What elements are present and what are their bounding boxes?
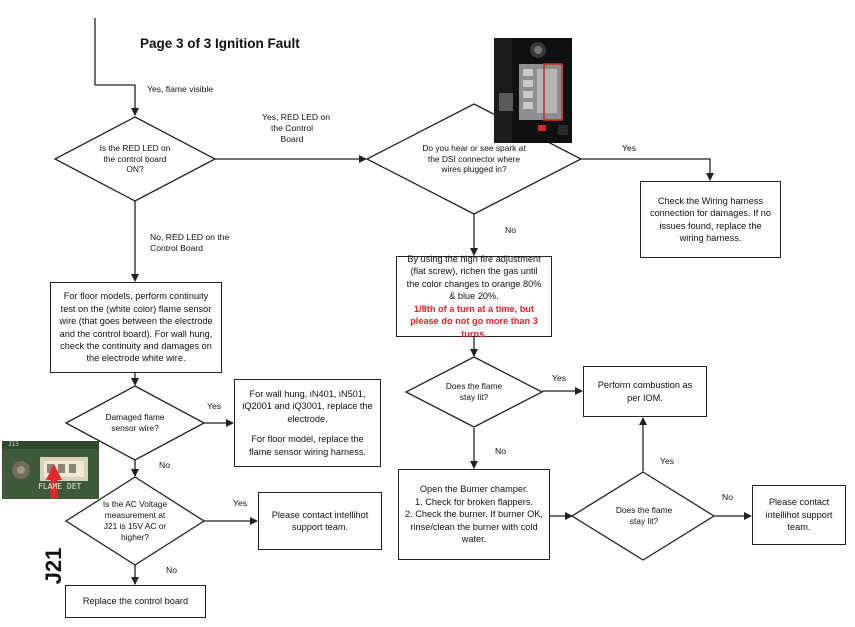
decision-ac-voltage-diamond xyxy=(64,476,206,566)
decision-spark-label: Do you hear or see spark at the DSI conn… xyxy=(422,142,526,175)
burner-text-3: 2. Check the burner. If burner OK, rinse… xyxy=(405,509,543,545)
edge-label-spark-no: No xyxy=(505,225,516,235)
edge-label-spark-yes: Yes xyxy=(622,143,637,153)
edge-label-flame2-yes: Yes xyxy=(660,456,675,466)
edge-label-damaged-yes: Yes xyxy=(207,401,222,411)
high-fire-adjustment-box: By using the high fire adjustment (flat … xyxy=(396,254,552,339)
edge-label-flame2-no: No xyxy=(722,492,733,502)
high-fire-text: By using the high fire adjustment (flat … xyxy=(406,254,542,302)
decision-ac-voltage-label: Is the AC Voltage measurement at J21 is … xyxy=(102,499,168,542)
decision-flame2-diamond xyxy=(570,471,716,561)
j21-board-photo xyxy=(2,441,99,499)
continuity-test-box: For floor models, perform continuity tes… xyxy=(50,282,222,373)
photo-label-j13: J13 xyxy=(8,441,19,448)
decision-flame1-label: Does the flame stay lit? xyxy=(445,381,503,402)
edge-label-yes-flame-visible: Yes, flame visible xyxy=(147,84,214,94)
decision-red-led-diamond xyxy=(53,116,217,202)
edge-label-yes-red-led: Yes, RED LED on the Control Board xyxy=(262,112,330,146)
edge-label-damaged-no: No xyxy=(159,460,170,470)
decision-damaged-label: Damaged flame sensor wire? xyxy=(105,412,165,433)
replace-electrode-text-1: For wall hung, iN401, iN501, iQ2001 and … xyxy=(242,388,373,424)
edge-label-yes-red-led-line2: the Control xyxy=(270,123,314,134)
contact-support-box-1: Please contact intellihot support team. xyxy=(258,492,382,550)
edge-label-no-red-led-line1: No, RED LED on the xyxy=(150,232,230,242)
replace-control-board-box: Replace the control board xyxy=(65,585,206,618)
edge-label-flame1-no: No xyxy=(495,446,506,456)
burner-chamber-box: Open the Burner champer. 1. Check for br… xyxy=(398,469,550,560)
decision-red-led-label: Is the RED LED on the control board ON? xyxy=(99,142,171,175)
edge-label-ac-no: No xyxy=(166,565,177,575)
burner-text-1: Open the Burner champer. xyxy=(419,484,529,495)
wiring-harness-box: Check the Wiring harness connection for … xyxy=(640,181,781,258)
burner-text-2: 1. Check for broken flappers. xyxy=(415,496,533,507)
edge-label-flame1-yes: Yes xyxy=(552,373,567,383)
replace-electrode-text-2: For floor model, replace the flame senso… xyxy=(249,434,366,457)
edge-label-ac-yes: Yes xyxy=(233,498,248,508)
edge-label-no-red-led: No, RED LED on the Control Board xyxy=(150,232,229,254)
edge-spark-yes xyxy=(581,158,714,181)
photo-label-flame-det: FLAME DET xyxy=(38,482,82,491)
decision-damaged-diamond xyxy=(64,385,206,461)
replace-electrode-box: For wall hung, iN401, iN501, iQ2001 and … xyxy=(234,379,381,467)
combustion-box: Perform combustion as per IOM. xyxy=(583,366,707,417)
edge-label-yes-red-led-line3: Board xyxy=(280,134,304,145)
high-fire-warning: 1/8th of a turn at a time, but please do… xyxy=(410,303,538,339)
contact-support-box-2: Please contact intellihot support team. xyxy=(752,485,846,545)
edge-label-no-red-led-line2: Control Board xyxy=(150,243,204,254)
edge-entry xyxy=(94,18,139,116)
decision-flame1-diamond xyxy=(404,356,544,428)
dsi-connector-photo xyxy=(494,38,572,143)
j21-label: J21 xyxy=(41,547,66,585)
decision-flame2-label: Does the flame stay lit? xyxy=(615,505,673,526)
edge-label-yes-red-led-line1: Yes, RED LED on xyxy=(262,112,330,122)
page-title: Page 3 of 3 Ignition Fault xyxy=(140,36,300,51)
